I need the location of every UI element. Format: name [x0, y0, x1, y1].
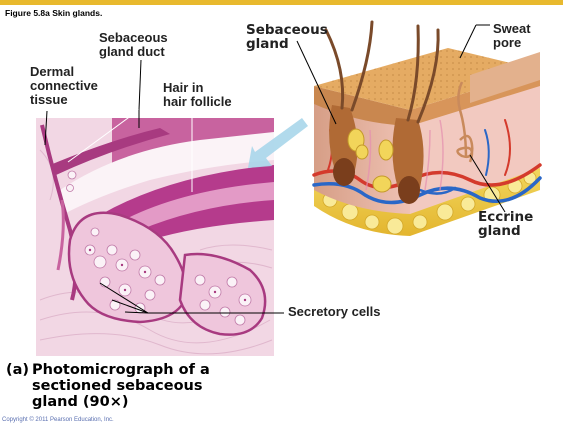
label-hair-in-hair-follicle: Hair in hair follicle	[163, 81, 232, 109]
caption-prefix: (a)	[6, 362, 32, 378]
label-dermal-connective-tissue: Dermal connective tissue	[30, 65, 98, 107]
photomicrograph	[36, 118, 274, 356]
label-eccrine-gland: Eccrine gland	[478, 210, 533, 238]
label-secretory-cells: Secretory cells	[288, 305, 381, 319]
label-sebaceous-gland: Sebaceous gland	[246, 23, 328, 51]
label-sebaceous-gland-duct: Sebaceous gland duct	[99, 31, 168, 59]
label-sweat-pore: Sweat pore	[493, 22, 531, 50]
skin-block-illustration	[297, 22, 540, 236]
figure-caption: (a) Photomicrograph of a sectioned sebac…	[6, 362, 210, 410]
copyright-notice: Copyright © 2011 Pearson Education, Inc.	[2, 417, 114, 423]
